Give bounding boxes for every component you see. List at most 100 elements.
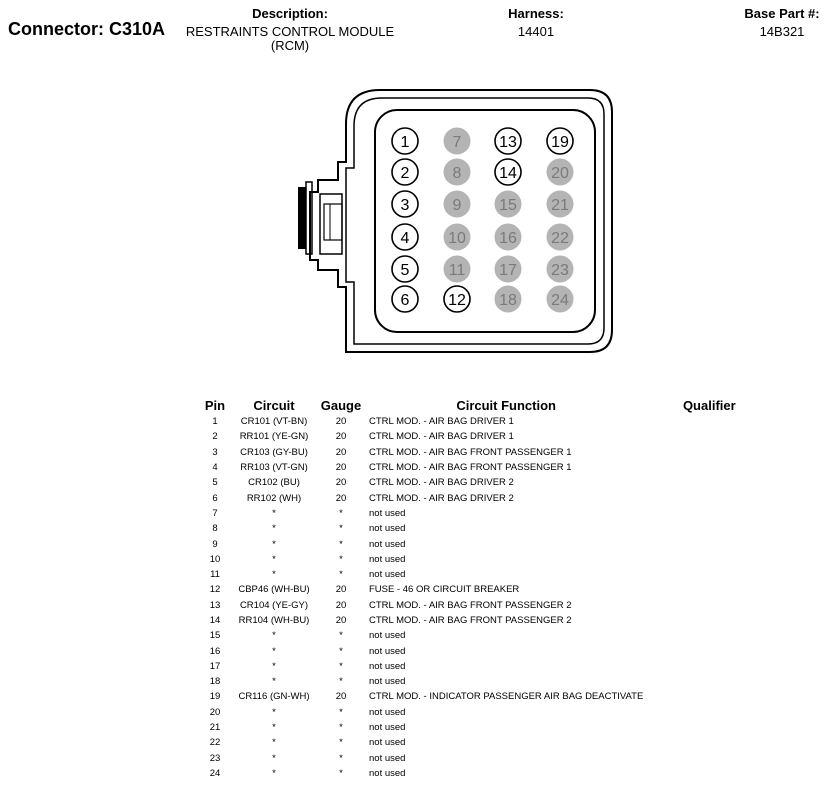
- pin-table: Pin Circuit Gauge Circuit Function Quali…: [198, 397, 772, 781]
- gauge-cell: 20: [335, 477, 347, 489]
- function-cell: not used: [369, 569, 406, 581]
- gauge-cell: 20: [335, 584, 347, 596]
- pin-number: 3: [401, 197, 410, 214]
- pin-cell: 9: [212, 538, 218, 550]
- qualifier-cell: [646, 414, 772, 429]
- pin-circle-unused: [494, 255, 522, 283]
- gauge-cell: 20: [335, 492, 347, 504]
- pin-number: 15: [499, 197, 517, 214]
- harness-block: Harness: 14401: [490, 6, 582, 39]
- circuit-cell: CBP46 (WH-BU): [238, 584, 310, 596]
- pin-cell: 6: [212, 492, 218, 504]
- qualifier-cell: [646, 490, 772, 505]
- table-header-row: Pin Circuit Gauge Circuit Function Quali…: [198, 397, 772, 414]
- circuit-cell: CR104 (YE-GY): [239, 599, 309, 611]
- pin-circle-used: [443, 285, 471, 313]
- pin-number: 24: [551, 292, 569, 309]
- gauge-cell: *: [339, 630, 343, 642]
- description-line2: (RCM): [270, 38, 310, 53]
- pin-cell: 20: [209, 706, 221, 718]
- gauge-cell: 20: [335, 691, 347, 703]
- pin-cell: 18: [209, 676, 221, 688]
- pin-cell: 12: [209, 584, 221, 596]
- pin-circle-unused: [443, 127, 471, 155]
- col-header-pin: Pin: [204, 398, 226, 413]
- circuit-cell: *: [272, 630, 276, 642]
- connector-pin: 12: [443, 285, 471, 313]
- qualifier-cell: [646, 766, 772, 781]
- pin-circle-unused: [546, 255, 574, 283]
- connector-pin: 23: [546, 255, 574, 283]
- pin-cell: 10: [209, 553, 221, 565]
- pin-circle-unused: [494, 223, 522, 251]
- pin-circle-unused: [494, 190, 522, 218]
- qualifier-cell: [646, 720, 772, 735]
- table-row: 10**not used: [198, 552, 772, 567]
- function-cell: not used: [369, 553, 406, 565]
- pin-cell: 3: [212, 446, 218, 458]
- pin-cell: 8: [212, 523, 218, 535]
- connector-pin: 16: [494, 223, 522, 251]
- pin-number: 5: [401, 262, 410, 279]
- function-cell: not used: [369, 676, 406, 688]
- pin-cell: 15: [209, 630, 221, 642]
- circuit-cell: CR116 (GN-WH): [238, 691, 310, 703]
- function-cell: not used: [369, 660, 406, 672]
- function-cell: CTRL MOD. - AIR BAG FRONT PASSENGER 1: [369, 446, 572, 458]
- pin-cell: 22: [209, 737, 221, 749]
- table-row: 22**not used: [198, 735, 772, 750]
- pin-circle-used: [391, 223, 419, 251]
- connector-pin: 21: [546, 190, 574, 218]
- pin-cell: 11: [210, 569, 220, 581]
- gauge-cell: 20: [335, 462, 347, 474]
- pin-circle-used: [391, 285, 419, 313]
- pin-circle-used: [391, 158, 419, 186]
- pin-cell: 14: [209, 615, 221, 626]
- gauge-cell: 20: [335, 615, 347, 626]
- pin-number: 23: [551, 262, 569, 279]
- circuit-cell: RR103 (VT-GN): [240, 462, 308, 474]
- gauge-cell: *: [339, 523, 343, 535]
- base-part-value: 14B321: [759, 24, 805, 39]
- connector-pin: 4: [391, 223, 419, 251]
- harness-label: Harness:: [508, 6, 564, 21]
- circuit-cell: *: [272, 507, 276, 519]
- pin-circle-unused: [546, 285, 574, 313]
- pin-circle-unused: [494, 285, 522, 313]
- table-row: 7**not used: [198, 506, 772, 521]
- gauge-cell: *: [339, 676, 343, 688]
- pin-number: 11: [449, 262, 466, 279]
- gauge-cell: *: [339, 553, 343, 565]
- gauge-cell: *: [339, 706, 343, 718]
- pin-number: 14: [499, 165, 517, 182]
- function-cell: not used: [369, 630, 406, 642]
- gauge-cell: 20: [335, 416, 347, 428]
- table-row: 23**not used: [198, 751, 772, 766]
- description-line1: RESTRAINTS CONTROL MODULE: [185, 24, 395, 39]
- pin-circle-used: [391, 127, 419, 155]
- qualifier-cell: [646, 628, 772, 643]
- table-row: 21**not used: [198, 720, 772, 735]
- connector-pin: 11: [443, 255, 471, 283]
- qualifier-cell: [646, 705, 772, 720]
- table-row: 18**not used: [198, 674, 772, 689]
- pin-circle-unused: [546, 223, 574, 251]
- circuit-cell: CR103 (GY-BU): [240, 446, 308, 458]
- connector-housing: [298, 89, 613, 353]
- qualifier-cell: [646, 552, 772, 567]
- qualifier-cell: [646, 674, 772, 689]
- gauge-cell: *: [339, 767, 343, 779]
- gauge-cell: *: [339, 645, 343, 657]
- table-row: 9**not used: [198, 536, 772, 551]
- description-label: Description:: [252, 6, 328, 21]
- connector-pin: 9: [443, 190, 471, 218]
- col-header-gauge: Gauge: [320, 398, 362, 413]
- pin-number: 13: [499, 134, 517, 151]
- circuit-cell: *: [272, 752, 276, 764]
- pin-cell: 13: [209, 599, 221, 611]
- pin-cell: 19: [209, 691, 221, 703]
